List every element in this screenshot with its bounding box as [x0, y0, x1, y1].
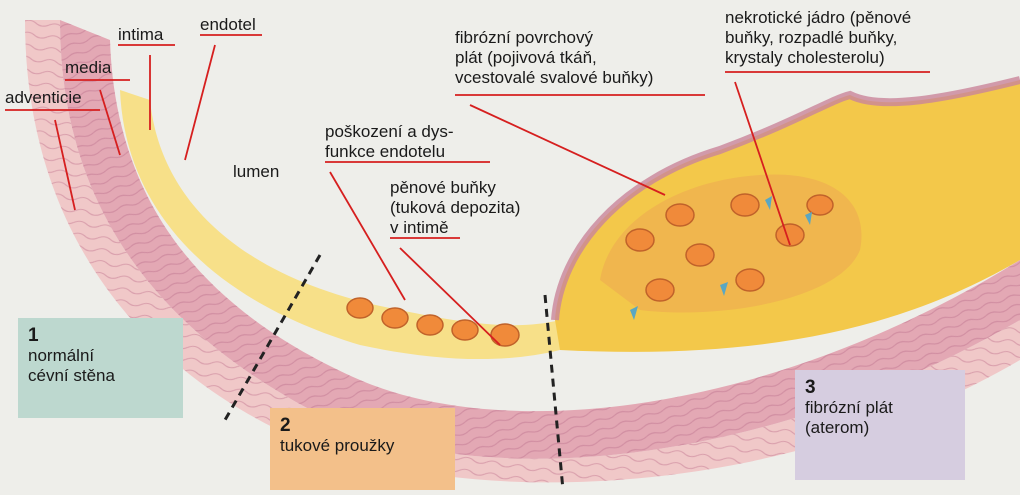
stage-number: 3 — [805, 377, 816, 398]
stage-box-3: 3 fibrózní plát (aterom) — [795, 370, 965, 480]
necrotic-core — [600, 174, 862, 313]
stage-box-2: 2 tukové proužky — [270, 408, 455, 490]
stage-divider-2 — [543, 294, 565, 491]
stage-box-1: 1 normální cévní stěna — [18, 318, 183, 418]
label-lumen: lumen — [233, 162, 280, 181]
stage-label: tukové proužky — [280, 436, 395, 455]
stage-label: fibrózní plát (aterom) — [805, 398, 893, 437]
stage-number: 1 — [28, 325, 39, 346]
label-poskozeni-endotelu: poškození a dys- funkce endotelu — [325, 122, 454, 161]
label-intima: intima — [118, 25, 164, 44]
foam-cells-plaque — [625, 193, 834, 302]
leader-lines — [5, 34, 930, 346]
foam-cells-streak — [346, 297, 520, 347]
label-media: media — [65, 58, 112, 77]
label-endotel: endotel — [200, 15, 256, 34]
label-fibrozni-povrchovy-plat: fibrózní povrchový plát (pojivová tkáň, … — [455, 28, 654, 87]
stage-label: normální cévní stěna — [28, 346, 115, 385]
stage-number: 2 — [280, 415, 291, 436]
label-penove-bunky: pěnové buňky (tuková depozita) v intimě — [390, 178, 521, 237]
label-adventicie: adventicie — [5, 88, 82, 107]
stage-divider-1 — [223, 254, 322, 421]
label-nekroticke-jadro: nekrotické jádro (pěnové buňky, rozpadlé… — [725, 8, 912, 67]
cholesterol-crystals — [630, 196, 812, 320]
